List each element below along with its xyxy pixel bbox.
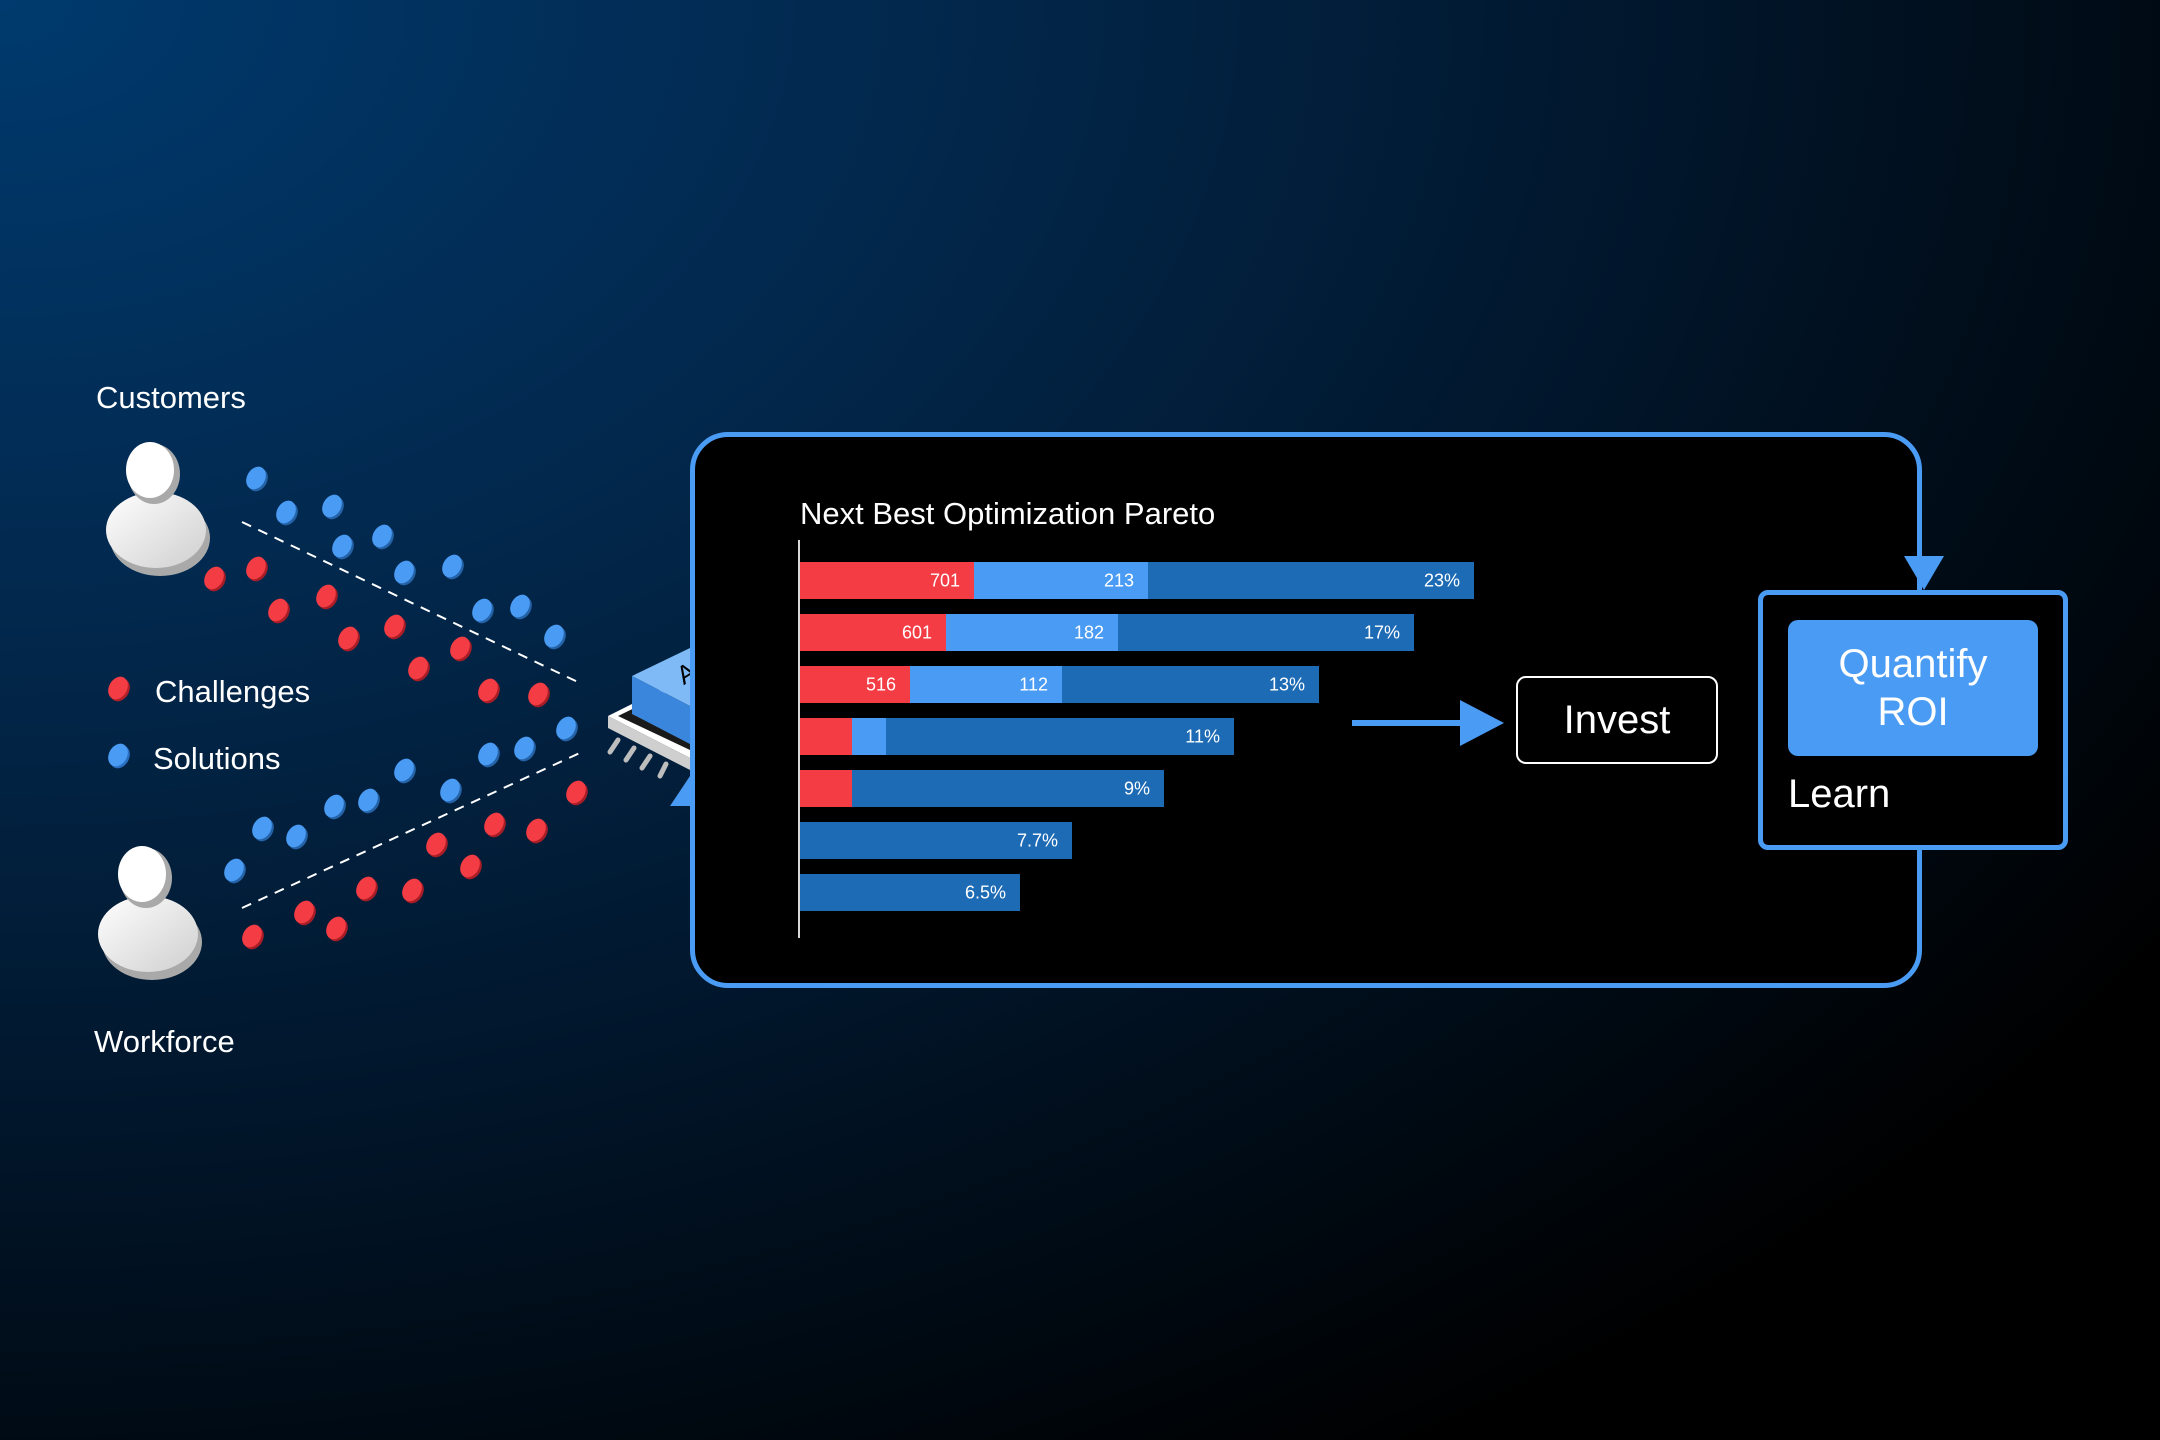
invest-box: Invest xyxy=(1516,676,1718,764)
chart-title: Next Best Optimization Pareto xyxy=(800,496,1216,531)
solution-dot xyxy=(472,598,494,624)
solution-segment-label: 112 xyxy=(1019,674,1048,694)
pareto-bar: 701 213 23% xyxy=(800,562,1474,599)
solution-dot xyxy=(514,736,536,762)
challenge-dot xyxy=(294,900,316,926)
pareto-bar: 9% xyxy=(800,770,1164,807)
challenge-segment: 516 xyxy=(800,666,910,703)
solution-dot xyxy=(478,742,500,768)
challenge-dot xyxy=(484,812,506,838)
challenge-dot xyxy=(528,682,550,708)
share-segment-label: 11% xyxy=(1185,726,1220,746)
challenges-legend-dot xyxy=(108,676,130,702)
challenge-segment: 601 xyxy=(800,614,946,651)
solution-dot xyxy=(544,624,566,650)
solution-dot xyxy=(440,778,462,804)
solution-dot xyxy=(246,466,268,492)
challenge-segment-label: 701 xyxy=(929,570,960,590)
invest-label: Invest xyxy=(1563,697,1671,742)
challenge-dot xyxy=(356,876,378,902)
share-segment: 23% xyxy=(1148,562,1474,599)
challenge-dot xyxy=(426,832,448,858)
invest-arrow xyxy=(1352,700,1504,746)
workforce-person-icon xyxy=(98,846,202,980)
solution-dot xyxy=(322,494,344,520)
solution-segment-label: 213 xyxy=(1103,570,1134,590)
share-segment-label: 7.7% xyxy=(1016,830,1058,850)
chart-axis-line xyxy=(798,540,800,938)
share-segment: 17% xyxy=(1118,614,1414,651)
share-segment-label: 17% xyxy=(1363,622,1400,642)
solution-segment xyxy=(852,718,886,755)
solution-segment-label: 182 xyxy=(1073,622,1104,642)
solution-dot xyxy=(358,788,380,814)
quantify-label-line2: ROI xyxy=(1877,690,1949,734)
solution-dot xyxy=(442,554,464,580)
pareto-bar: 11% xyxy=(800,718,1234,755)
challenge-segment-label: 516 xyxy=(865,674,896,694)
challenge-dot xyxy=(242,924,264,950)
challenge-dot xyxy=(402,878,424,904)
challenge-dot xyxy=(204,566,226,592)
challenge-segment-label: 601 xyxy=(901,622,932,642)
pareto-bar: 7.7% xyxy=(800,822,1072,859)
customers-label: Customers xyxy=(96,380,246,415)
workforce-dashed-line xyxy=(241,751,583,909)
solution-dot xyxy=(224,858,246,884)
challenge-dot xyxy=(478,678,500,704)
share-segment: 11% xyxy=(886,718,1234,755)
workforce-label: Workforce xyxy=(94,1024,235,1059)
challenge-dot xyxy=(450,636,472,662)
solution-segment: 213 xyxy=(974,562,1148,599)
share-segment: 13% xyxy=(1062,666,1319,703)
quantify-label-line1: Quantify xyxy=(1838,642,1988,686)
solutions-legend-dot xyxy=(108,743,130,769)
solution-dot xyxy=(394,758,416,784)
challenge-dot xyxy=(408,656,430,682)
challenge-dot xyxy=(526,818,548,844)
challenge-dot xyxy=(338,626,360,652)
customer-person-icon xyxy=(106,442,210,576)
pareto-bar: 6.5% xyxy=(800,874,1020,911)
challenge-dot xyxy=(384,614,406,640)
solution-dot xyxy=(510,594,532,620)
pareto-bar: 601 182 17% xyxy=(800,614,1414,651)
solution-dot xyxy=(252,816,274,842)
dot-layer xyxy=(204,466,588,950)
challenge-dot xyxy=(246,556,268,582)
solution-segment: 112 xyxy=(910,666,1062,703)
share-segment: 9% xyxy=(852,770,1164,807)
solution-dot xyxy=(324,794,346,820)
challenges-legend-label: Challenges xyxy=(155,674,311,709)
solution-dot xyxy=(394,560,416,586)
solution-segment: 182 xyxy=(946,614,1118,651)
down-arrow-to-learn xyxy=(1904,556,1944,590)
solution-dot xyxy=(276,500,298,526)
challenge-dot xyxy=(460,854,482,880)
quantify-roi-box: Quantify ROI xyxy=(1788,620,2038,756)
challenge-segment xyxy=(800,718,852,755)
share-segment-label: 9% xyxy=(1123,778,1150,798)
share-segment: 6.5% xyxy=(800,874,1020,911)
share-segment-label: 13% xyxy=(1268,674,1305,694)
solution-dot xyxy=(372,524,394,550)
pareto-bar: 516 112 13% xyxy=(800,666,1319,703)
solution-dot xyxy=(286,824,308,850)
solution-dot xyxy=(556,716,578,742)
share-segment: 7.7% xyxy=(800,822,1072,859)
challenge-segment: 701 xyxy=(800,562,974,599)
challenge-dot xyxy=(326,916,348,942)
challenge-dot xyxy=(566,780,588,806)
challenge-dot xyxy=(316,584,338,610)
customer-dashed-line xyxy=(241,521,583,685)
learn-label: Learn xyxy=(1788,772,1891,816)
challenge-dot xyxy=(268,598,290,624)
share-segment-label: 6.5% xyxy=(964,882,1006,902)
solution-dot xyxy=(332,534,354,560)
share-segment-label: 23% xyxy=(1423,570,1460,590)
solutions-legend-label: Solutions xyxy=(153,741,281,776)
challenge-segment xyxy=(800,770,852,807)
